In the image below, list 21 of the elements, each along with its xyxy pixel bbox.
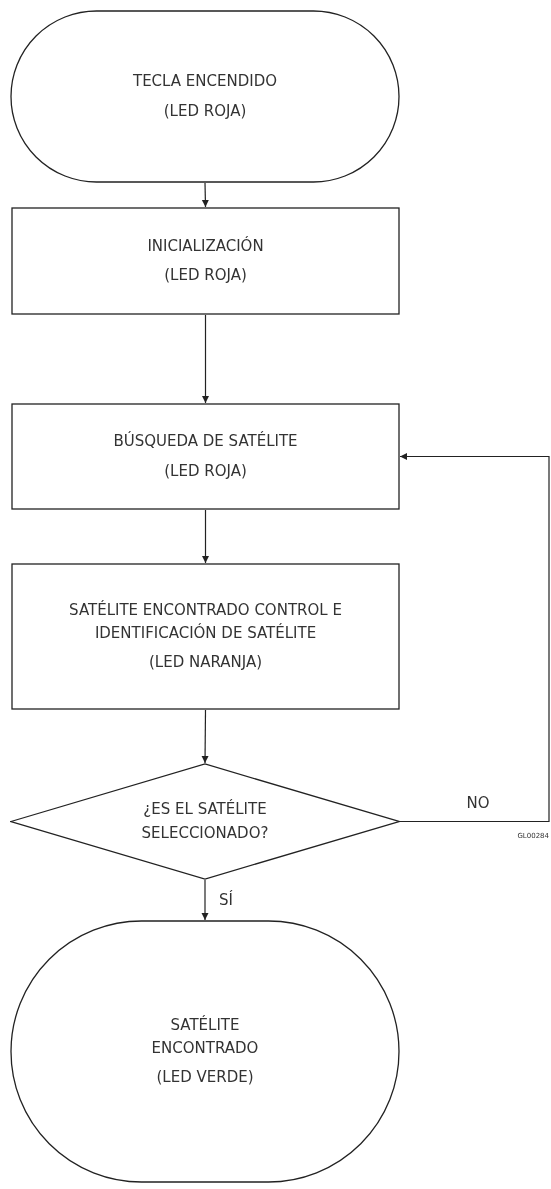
arrow (201, 709, 209, 764)
node-text: ¿ES EL SATÉLITE SELECCIONADO? (140, 798, 270, 844)
led-status-text: (LED ROJA) (163, 100, 247, 122)
arrow (399, 453, 550, 823)
node-text: SATÉLITE ENCONTRADO (150, 1014, 260, 1059)
process-box (11, 563, 400, 710)
node-text: SATÉLITE ENCONTRADO CONTROL E IDENTIFICACIÓN DE SATÉLITE (68, 599, 343, 644)
node-text: TECLA ENCENDIDO (132, 71, 277, 93)
node-text: BÚSQUEDA DE SATÉLITE (113, 430, 298, 453)
arrow (202, 314, 209, 404)
process-box (11, 207, 400, 315)
arrow (201, 182, 209, 208)
arrow (201, 879, 209, 921)
decision-diamond (10, 763, 400, 880)
led-status-text: (LED ROJA) (164, 265, 247, 286)
arrow (202, 509, 209, 564)
process-box (11, 403, 400, 510)
led-status-text: (LED ROJA) (164, 460, 247, 482)
node-text: INICIALIZACIÓN (147, 235, 264, 257)
led-status-text: (LED NARANJA) (148, 652, 263, 674)
led-status-text: (LED VERDE) (156, 1067, 254, 1089)
